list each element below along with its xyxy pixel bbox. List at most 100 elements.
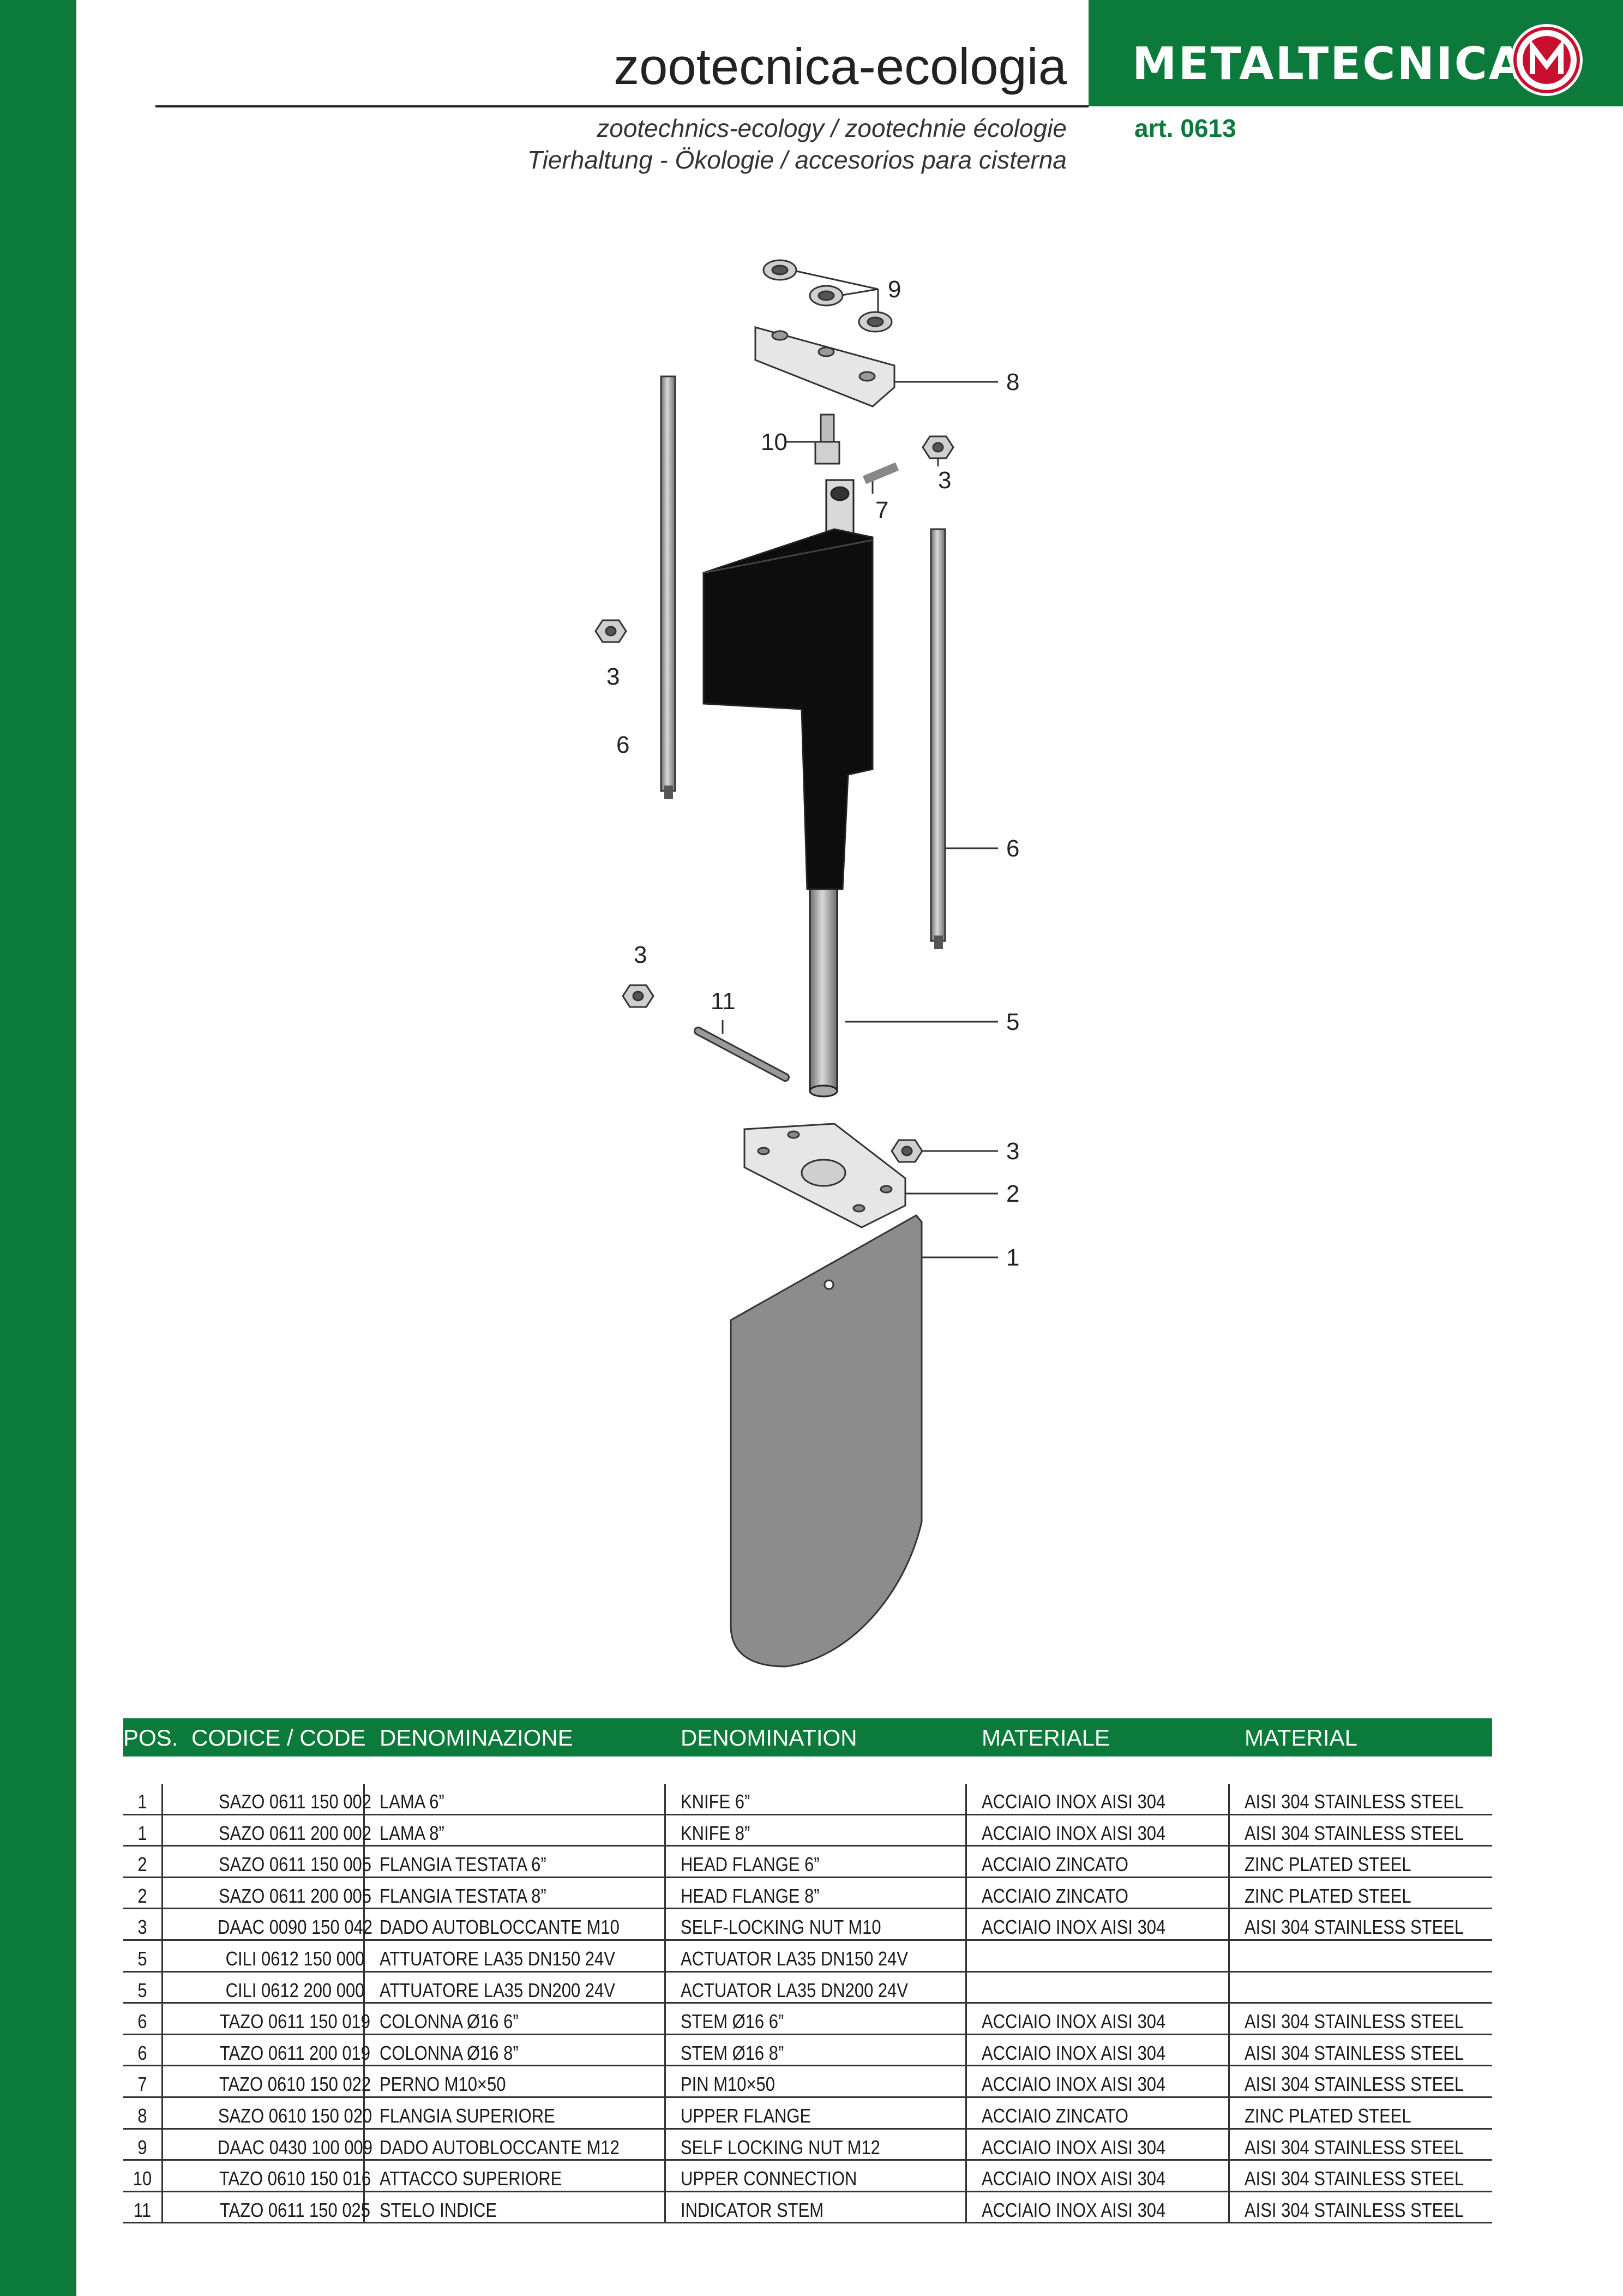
article-number: art. 0613 (1134, 114, 1236, 142)
column-right (930, 528, 946, 949)
callout-3c: 3 (634, 942, 647, 968)
nut-m10-top-right (922, 435, 954, 459)
cell-code: SAZO 0611 200 005 (218, 1884, 371, 1907)
column-divider (1228, 1940, 1230, 1971)
cell-denomination: SELF-LOCKING NUT M10 (681, 1916, 881, 1939)
column-divider (363, 2035, 365, 2065)
header-denominazione: DENOMINAZIONE (380, 1725, 573, 1751)
cell-denominazione: COLONNA Ø16 8” (380, 2041, 519, 2064)
cell-denominazione: ATTUATORE LA35 DN200 24V (380, 1979, 615, 2001)
column-divider (664, 1878, 666, 1908)
column-divider (965, 1784, 967, 1814)
callout-6b: 6 (1006, 835, 1019, 862)
cell-pos: 5 (137, 1947, 147, 1970)
cell-denominazione: STELO INDICE (380, 2198, 497, 2221)
column-divider (161, 2066, 163, 2096)
cell-materiale: ACCIAIO INOX AISI 304 (982, 1790, 1166, 1813)
cell-material: AISI 304 STAINLESS STEEL (1245, 1916, 1464, 1939)
nut-m10-near-flange (891, 1139, 923, 1163)
column-divider (161, 1972, 163, 2003)
cell-denomination: HEAD FLANGE 6” (681, 1853, 820, 1876)
cell-code: SAZO 0611 200 002 (218, 1821, 371, 1844)
cell-denominazione: ATTUATORE LA35 DN150 24V (380, 1947, 615, 1970)
cell-pos: 11 (133, 2198, 152, 2221)
cell-denomination: ACTUATOR LA35 DN150 24V (681, 1947, 908, 1970)
column-divider (1228, 1972, 1230, 2003)
callout-9: 9 (888, 276, 901, 303)
column-divider (1228, 1909, 1230, 1939)
column-divider (1228, 2035, 1230, 2065)
cell-denomination: KNIFE 6” (681, 1790, 750, 1813)
cell-denomination: KNIFE 8” (681, 1821, 750, 1844)
cell-pos: 9 (137, 2136, 147, 2159)
column-divider (1228, 2192, 1230, 2222)
parts-table: POS. CODICE / CODE DENOMINAZIONE DENOMIN… (123, 1718, 1492, 2224)
column-divider (664, 1847, 666, 1877)
cell-denominazione: LAMA 8” (380, 1821, 444, 1844)
column-divider (965, 1940, 967, 1971)
pin-m10 (862, 462, 899, 484)
column-divider (363, 1784, 365, 1814)
column-divider (363, 2097, 365, 2128)
cell-material: AISI 304 STAINLESS STEEL (1245, 2136, 1464, 2159)
cell-denomination: UPPER FLANGE (681, 2104, 812, 2127)
cell-material: ZINC PLATED STEEL (1245, 1853, 1411, 1876)
column-divider (1228, 2129, 1230, 2160)
column-divider (965, 1815, 967, 1845)
column-divider (1228, 2066, 1230, 2096)
cell-code: TAZO 0611 200 019 (220, 2041, 370, 2064)
exploded-view-drawing: 9 8 10 3 7 3 6 6 3 11 5 3 2 1 (594, 259, 1019, 1668)
column-divider (363, 1815, 365, 1845)
brand-header: METALTECNICA (1089, 0, 1623, 106)
cell-code: SAZO 0611 150 005 (218, 1853, 371, 1876)
cell-denomination: ACTUATOR LA35 DN200 24V (681, 1979, 908, 2001)
column-divider (664, 1972, 666, 2003)
cell-denominazione: COLONNA Ø16 6” (380, 2010, 519, 2033)
cell-pos: 6 (137, 2010, 147, 2033)
column-divider (161, 1784, 163, 1814)
column-divider (161, 1815, 163, 1845)
callout-1: 1 (1006, 1244, 1019, 1271)
column-divider (161, 1847, 163, 1877)
column-divider (161, 1878, 163, 1908)
cell-code: SAZO 0611 150 002 (218, 1790, 371, 1813)
cell-materiale: ACCIAIO INOX AISI 304 (982, 2073, 1166, 2096)
brand-name: METALTECNICA (1132, 38, 1525, 90)
knife-blade (730, 1214, 923, 1668)
column-divider (664, 1909, 666, 1939)
cell-denomination: UPPER CONNECTION (681, 2167, 857, 2190)
cell-code: TAZO 0610 150 016 (219, 2167, 371, 2190)
page-title: zootecnica-ecologia (614, 38, 1067, 95)
callout-3d: 3 (1006, 1138, 1019, 1165)
column-divider (161, 2035, 163, 2065)
cell-material: ZINC PLATED STEEL (1245, 1884, 1411, 1907)
cell-pos: 1 (137, 1790, 147, 1813)
column-divider (363, 2004, 365, 2034)
cell-denominazione: ATTACCO SUPERIORE (380, 2167, 562, 2190)
column-divider (965, 2066, 967, 2096)
cell-pos: 10 (133, 2167, 152, 2190)
cell-code: TAZO 0610 150 022 (219, 2073, 371, 2096)
subtitle-line-1: zootechnics-ecology / zootechnie écologi… (597, 114, 1067, 142)
callout-11: 11 (711, 988, 736, 1015)
cell-materiale: ACCIAIO INOX AISI 304 (982, 1821, 1166, 1844)
column-divider (664, 2035, 666, 2065)
column-divider (161, 2097, 163, 2128)
column-divider (363, 1909, 365, 1939)
cell-denomination: INDICATOR STEM (681, 2198, 824, 2221)
upper-flange (754, 326, 895, 407)
cell-denomination: STEM Ø16 8” (681, 2041, 784, 2064)
column-divider (161, 1909, 163, 1939)
cell-code: TAZO 0611 150 019 (220, 2010, 370, 2033)
cell-denominazione: FLANGIA TESTATA 6” (380, 1853, 546, 1876)
cell-code: CILI 0612 150 000 (225, 1947, 365, 1970)
cell-pos: 6 (137, 2041, 147, 2064)
table-row: 6 TAZO 0611 200 019 COLONNA Ø16 8” STEM Ø16… (123, 2035, 1492, 2067)
cell-denomination: HEAD FLANGE 8” (681, 1884, 820, 1907)
